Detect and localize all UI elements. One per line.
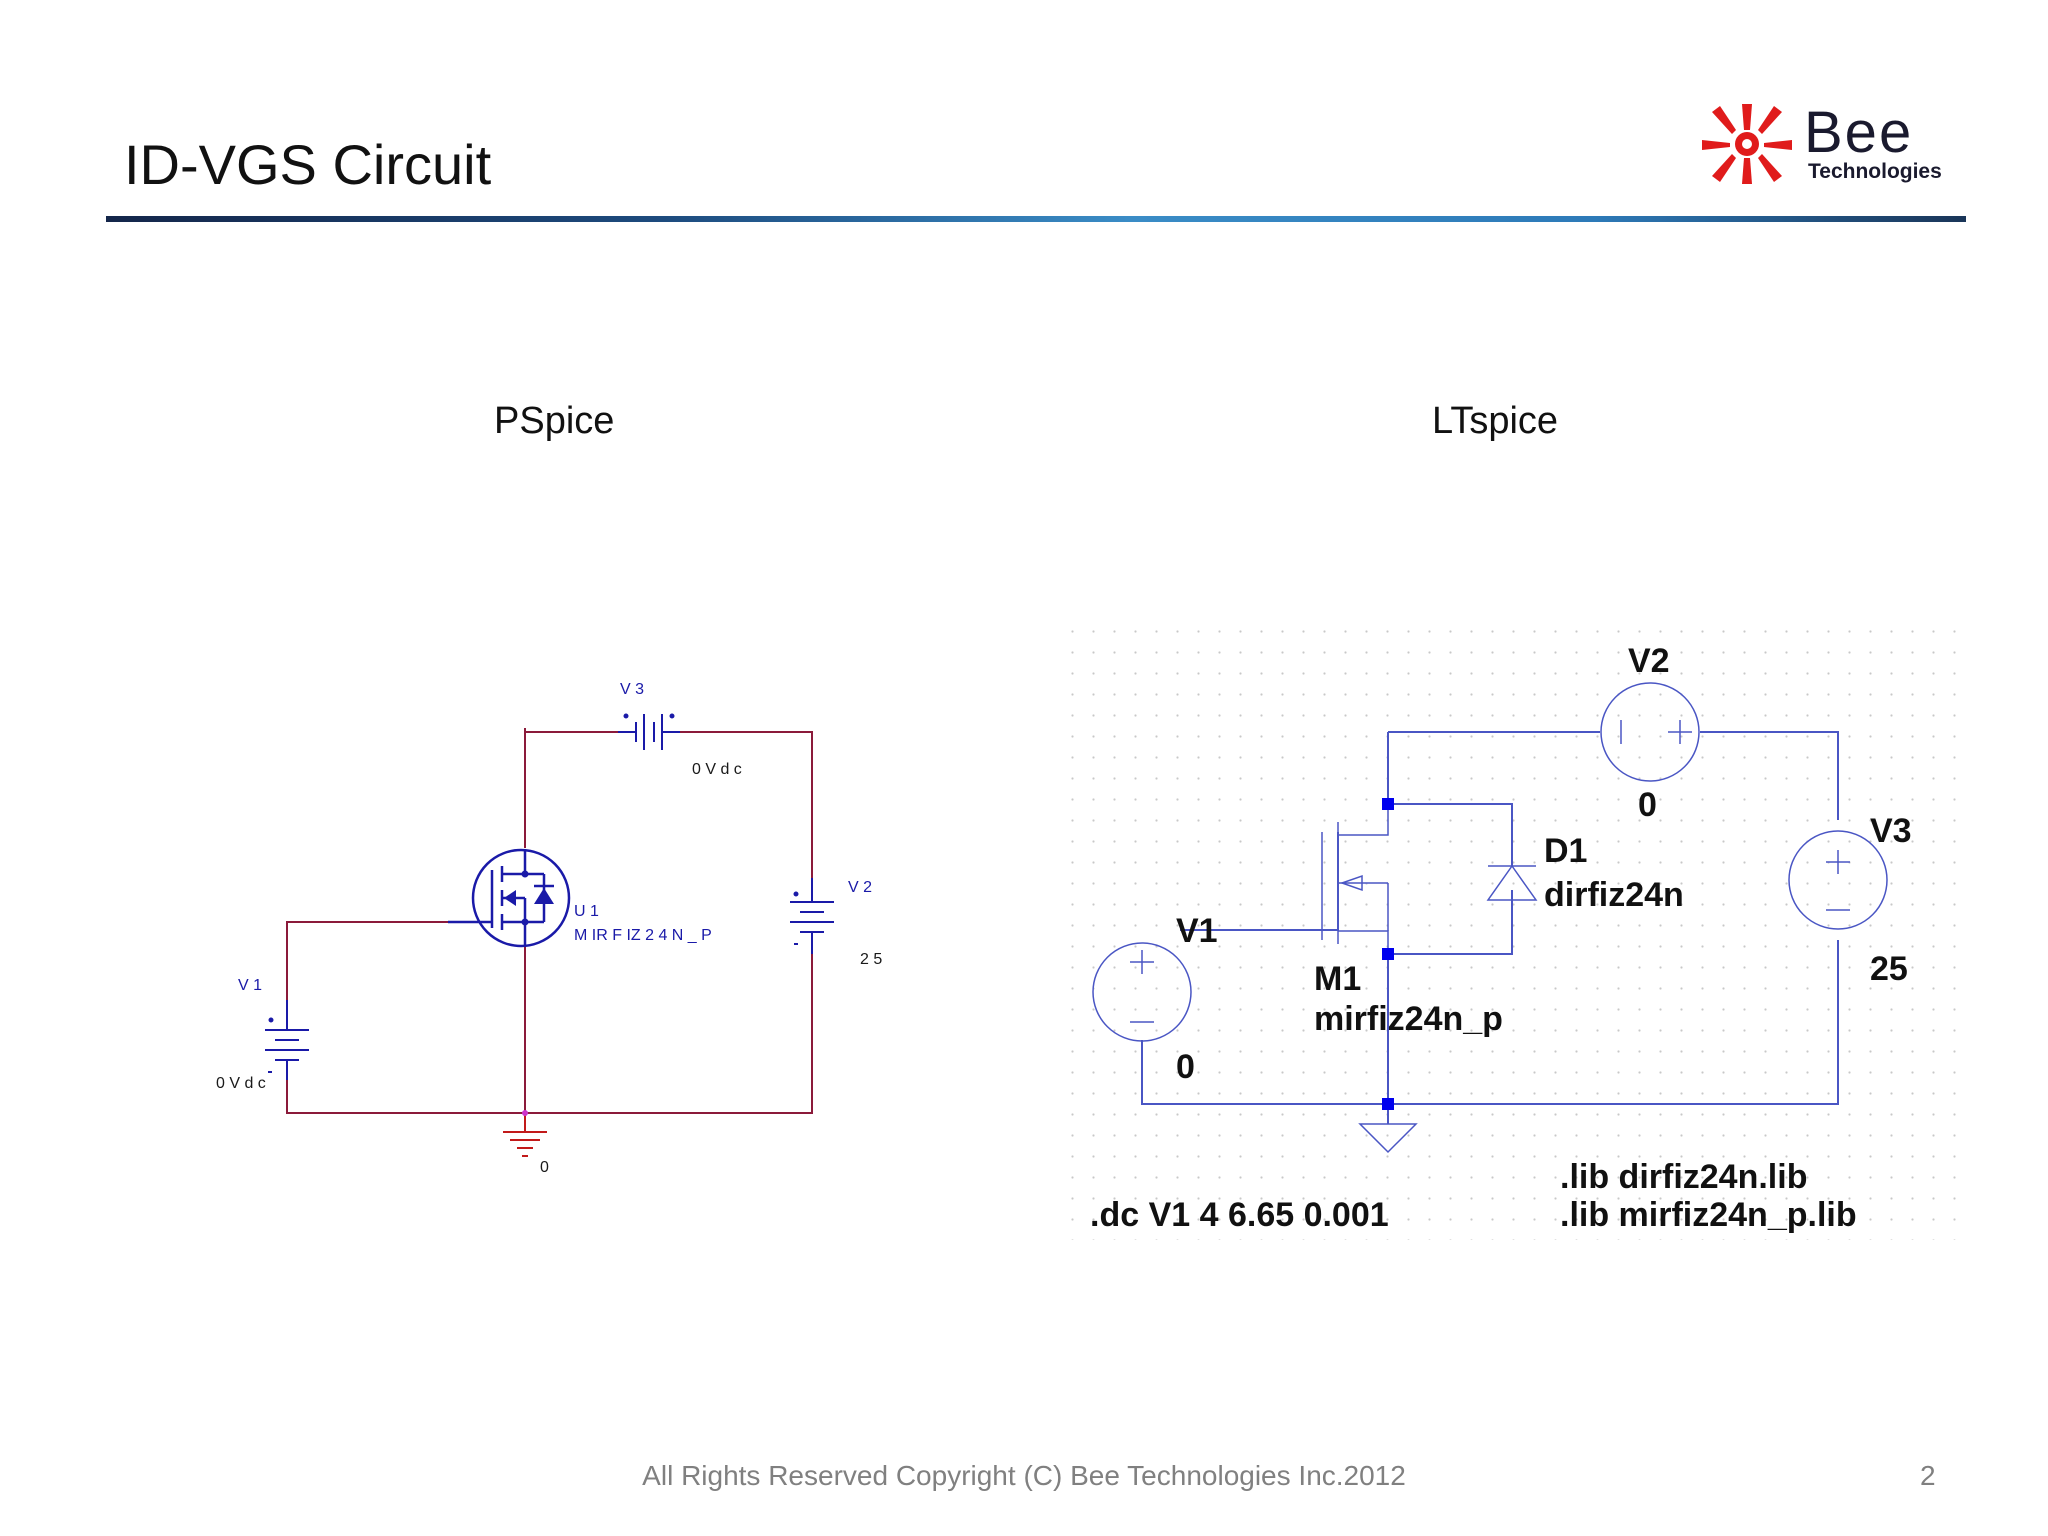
ltspice-m1-mosfet bbox=[1321, 804, 1389, 954]
ltspice-v1-name: V1 bbox=[1176, 912, 1218, 950]
pspice-v2-name: V 2 bbox=[848, 879, 872, 896]
ltspice-m1-model: mirfiz24n_p bbox=[1314, 1000, 1503, 1038]
ltspice-v2-name: V2 bbox=[1628, 642, 1670, 680]
pspice-v3-value: 0 V d c bbox=[692, 761, 742, 778]
ltspice-ground-icon bbox=[1358, 1123, 1418, 1154]
ltspice-v3-name: V3 bbox=[1870, 812, 1912, 850]
pspice-v3-source bbox=[618, 713, 680, 750]
ltspice-d1-diode bbox=[1486, 864, 1538, 954]
footer-copyright: All Rights Reserved Copyright (C) Bee Te… bbox=[642, 1460, 1406, 1491]
ltspice-lib-directive-2: .lib mirfiz24n_p.lib bbox=[1560, 1196, 1857, 1234]
pspice-v2-value: 2 5 bbox=[860, 951, 882, 968]
ltspice-lib-directive-1: .lib dirfiz24n.lib bbox=[1560, 1158, 1807, 1196]
pspice-u1-name: U 1 bbox=[574, 903, 599, 920]
ltspice-v3-value: 25 bbox=[1870, 950, 1908, 988]
logo-brand: Bee bbox=[1804, 100, 1913, 165]
pspice-v1-value: 0 V d c bbox=[216, 1075, 266, 1092]
ltspice-v1-source bbox=[1092, 942, 1192, 1042]
pspice-ground-label: 0 bbox=[540, 1159, 549, 1176]
slide-title: ID-VGS Circuit bbox=[124, 133, 492, 196]
pspice-ground-icon bbox=[503, 1113, 547, 1157]
ltspice-v2-source bbox=[1600, 682, 1700, 782]
page-number: 2 bbox=[1920, 1460, 1936, 1491]
bee-technologies-logo: Bee Technologies bbox=[1702, 100, 1942, 184]
pspice-u1-model: M IR F IZ 2 4 N _ P bbox=[574, 927, 712, 944]
ltspice-d1-name: D1 bbox=[1544, 832, 1587, 870]
ltspice-dc-directive: .dc V1 4 6.65 0.001 bbox=[1090, 1196, 1389, 1234]
pspice-label: PSpice bbox=[494, 400, 615, 442]
ltspice-v3-source bbox=[1788, 830, 1888, 930]
pspice-v2-source bbox=[790, 878, 834, 954]
ltspice-m1-name: M1 bbox=[1314, 960, 1361, 998]
pspice-wires bbox=[286, 728, 813, 1114]
ltspice-label: LTspice bbox=[1432, 400, 1559, 442]
pspice-u1-diode-icon bbox=[534, 888, 554, 904]
ltspice-junctions bbox=[1382, 798, 1394, 1110]
pspice-v1-source bbox=[265, 1000, 309, 1080]
starburst-icon bbox=[1702, 104, 1792, 184]
ltspice-d1-model: dirfiz24n bbox=[1544, 876, 1684, 914]
pspice-u1-arrow-icon bbox=[504, 890, 516, 906]
title-rule bbox=[106, 216, 1966, 222]
ltspice-v1-value: 0 bbox=[1176, 1048, 1195, 1086]
ltspice-v2-value: 0 bbox=[1638, 786, 1657, 824]
pspice-v3-name: V 3 bbox=[620, 681, 644, 698]
logo-tagline: Technologies bbox=[1808, 160, 1942, 183]
pspice-v1-name: V 1 bbox=[238, 977, 262, 994]
